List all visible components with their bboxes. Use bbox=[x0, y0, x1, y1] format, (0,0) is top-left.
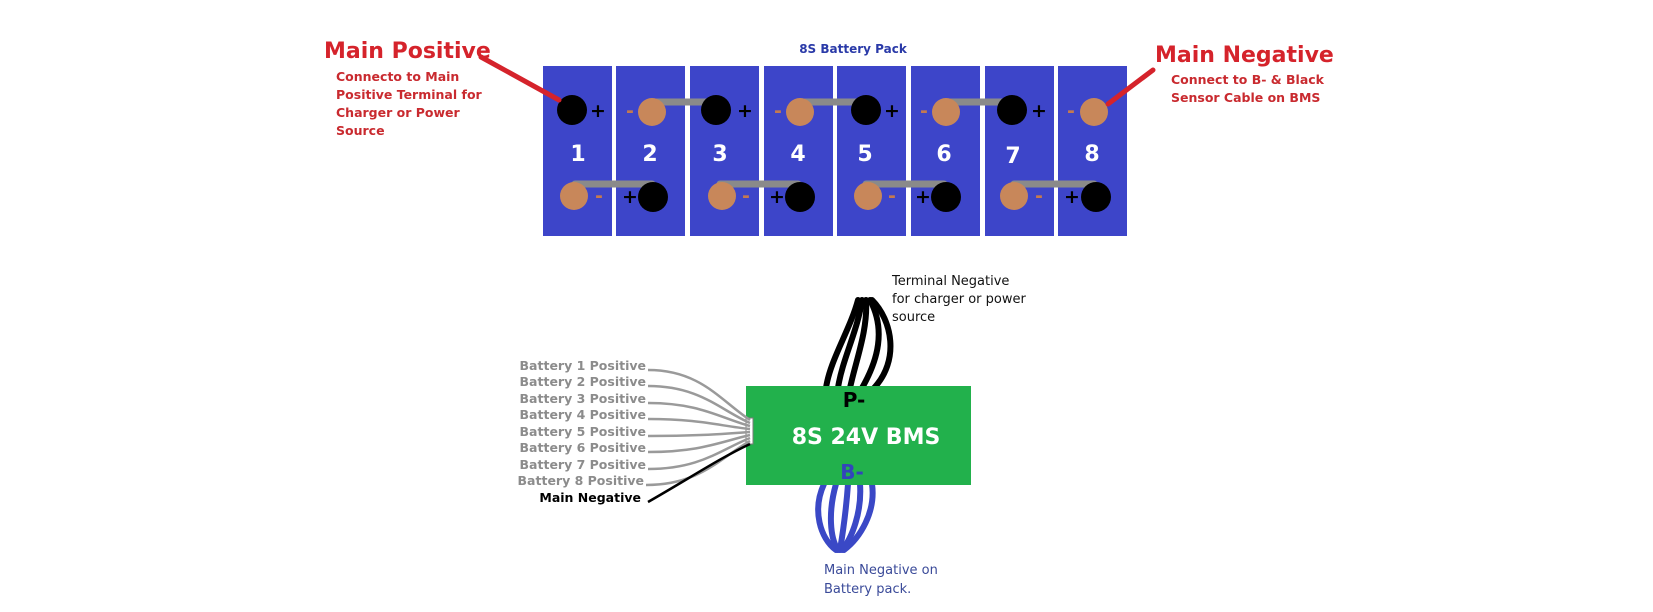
negative-terminal bbox=[1000, 182, 1028, 210]
sense-wire bbox=[647, 417, 751, 431]
main-positive-leader bbox=[478, 54, 562, 103]
negative-terminal bbox=[932, 98, 960, 126]
positive-terminal bbox=[997, 95, 1027, 125]
main-positive-note-line: Connecto to Main bbox=[336, 69, 459, 84]
plus-sign: + bbox=[884, 100, 900, 122]
sense-label: Battery 1 Positive bbox=[520, 358, 646, 373]
bms-title: 8S 24V BMS bbox=[792, 425, 941, 450]
sense-label: Battery 5 Positive bbox=[520, 424, 646, 439]
plus-sign: + bbox=[737, 100, 753, 122]
minus-sign: - bbox=[774, 100, 782, 122]
cell-number: 2 bbox=[642, 142, 657, 167]
sense-wire bbox=[647, 436, 751, 471]
minus-sign: - bbox=[626, 100, 634, 122]
negative-terminal bbox=[1080, 98, 1108, 126]
main-negative-sense-wire bbox=[647, 442, 751, 504]
main-negative-leader bbox=[1105, 67, 1156, 107]
minus-sign: - bbox=[742, 185, 750, 207]
positive-terminal bbox=[638, 182, 668, 212]
cell-number: 4 bbox=[790, 142, 805, 167]
battery-cells bbox=[543, 66, 1127, 236]
battery-negative-note-line: Battery pack. bbox=[824, 582, 911, 597]
minus-sign: - bbox=[888, 185, 896, 207]
sense-wire bbox=[647, 384, 751, 425]
positive-terminal bbox=[931, 182, 961, 212]
main-positive-note-line: Positive Terminal for bbox=[336, 87, 483, 102]
main-positive-note-line: Charger or Power bbox=[336, 105, 460, 120]
positive-terminal bbox=[1081, 182, 1111, 212]
plus-sign: + bbox=[1064, 186, 1080, 208]
main-negative-note-line: Connect to B- & Black bbox=[1171, 72, 1325, 87]
plus-sign: + bbox=[622, 186, 638, 208]
cell-number: 7 bbox=[1005, 144, 1020, 169]
p-wire bbox=[859, 297, 882, 391]
sense-wire bbox=[647, 430, 751, 438]
pack-title: 8S Battery Pack bbox=[799, 42, 908, 56]
sense-label-main-negative: Main Negative bbox=[539, 490, 641, 505]
main-negative-title: Main Negative bbox=[1155, 43, 1334, 68]
p-wire bbox=[823, 297, 861, 391]
plus-sign: + bbox=[590, 100, 606, 122]
terminals-bottom bbox=[560, 182, 1111, 212]
b-wire bbox=[837, 481, 851, 553]
sense-wires bbox=[645, 368, 751, 487]
cell-number: 6 bbox=[936, 142, 951, 167]
sense-wire bbox=[647, 433, 751, 454]
negative-terminal bbox=[638, 98, 666, 126]
negative-terminal bbox=[854, 182, 882, 210]
cell-number: 5 bbox=[857, 142, 872, 167]
minus-sign: - bbox=[1035, 185, 1043, 207]
plus-sign: + bbox=[1031, 100, 1047, 122]
positive-terminal bbox=[557, 95, 587, 125]
b-wire bbox=[841, 481, 876, 553]
main-negative-note-line: Sensor Cable on BMS bbox=[1171, 90, 1320, 105]
negative-terminal bbox=[708, 182, 736, 210]
terminal-negative-note-line: for charger or power bbox=[892, 292, 1026, 307]
terminal-negative-note-line: source bbox=[892, 310, 935, 325]
sense-label: Battery 7 Positive bbox=[520, 457, 646, 472]
terminals-top bbox=[557, 95, 1108, 126]
cell-numbers: 1 2 3 4 5 6 7 8 bbox=[570, 142, 1099, 169]
minus-sign: - bbox=[920, 100, 928, 122]
sense-label: Battery 4 Positive bbox=[520, 407, 646, 422]
sense-wire bbox=[645, 439, 751, 487]
minus-sign: - bbox=[595, 185, 603, 207]
cell-number: 8 bbox=[1084, 142, 1099, 167]
battery-negative-note-line: Main Negative on bbox=[824, 563, 938, 578]
sense-labels: Battery 1 Positive Battery 2 Positive Ba… bbox=[518, 358, 646, 505]
plus-sign: + bbox=[915, 186, 931, 208]
cell-number: 3 bbox=[712, 142, 727, 167]
sense-label: Battery 6 Positive bbox=[520, 440, 646, 455]
terminal-negative-note-line: Terminal Negative bbox=[891, 274, 1009, 289]
b-minus-label: B- bbox=[840, 460, 864, 484]
sense-label: Battery 3 Positive bbox=[520, 391, 646, 406]
p-wire bbox=[869, 297, 894, 391]
b-wire bbox=[815, 481, 839, 553]
polarity-signs: + - + - + - + - - + - + - + - + bbox=[590, 100, 1080, 208]
b-wire bbox=[827, 481, 841, 553]
p-wire bbox=[835, 297, 865, 391]
sense-label: Battery 8 Positive bbox=[518, 473, 644, 488]
sense-wire bbox=[647, 368, 751, 422]
sense-label: Battery 2 Positive bbox=[520, 374, 646, 389]
main-positive-title: Main Positive bbox=[324, 39, 491, 64]
cell-number: 1 bbox=[570, 142, 585, 167]
p-negative-wires bbox=[823, 297, 894, 391]
positive-terminal bbox=[851, 95, 881, 125]
negative-terminal bbox=[560, 182, 588, 210]
sense-wire bbox=[647, 401, 751, 428]
p-wire bbox=[847, 297, 870, 391]
positive-terminal bbox=[785, 182, 815, 212]
negative-terminal bbox=[786, 98, 814, 126]
b-negative-wires bbox=[815, 481, 876, 553]
main-positive-note-line: Source bbox=[336, 123, 385, 138]
bms-board bbox=[746, 386, 971, 485]
p-minus-label: P- bbox=[843, 388, 866, 412]
positive-terminal bbox=[701, 95, 731, 125]
minus-sign: - bbox=[1067, 100, 1075, 122]
plus-sign: + bbox=[769, 186, 785, 208]
